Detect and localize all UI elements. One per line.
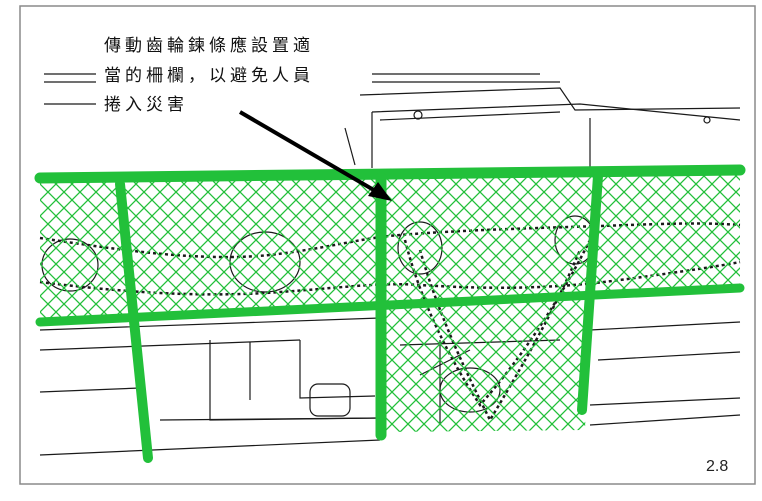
caption-line-3: 捲入災害 (104, 95, 188, 115)
post-right (577, 171, 603, 415)
pointer-arrow (238, 110, 392, 201)
guard-frame (34, 164, 746, 463)
post-left (115, 179, 153, 463)
figure-border (19, 5, 756, 485)
caption-leaders (44, 73, 560, 105)
guard-mesh-lower (386, 292, 590, 432)
caption-line-1: 傳動齒輪鍊條應設置適 (104, 36, 314, 56)
top-rail (34, 164, 746, 184)
middle-rail (35, 283, 745, 327)
caption-line-2: 當的柵欄，以避免人員 (104, 66, 314, 86)
figure-number: 2.8 (706, 458, 729, 475)
